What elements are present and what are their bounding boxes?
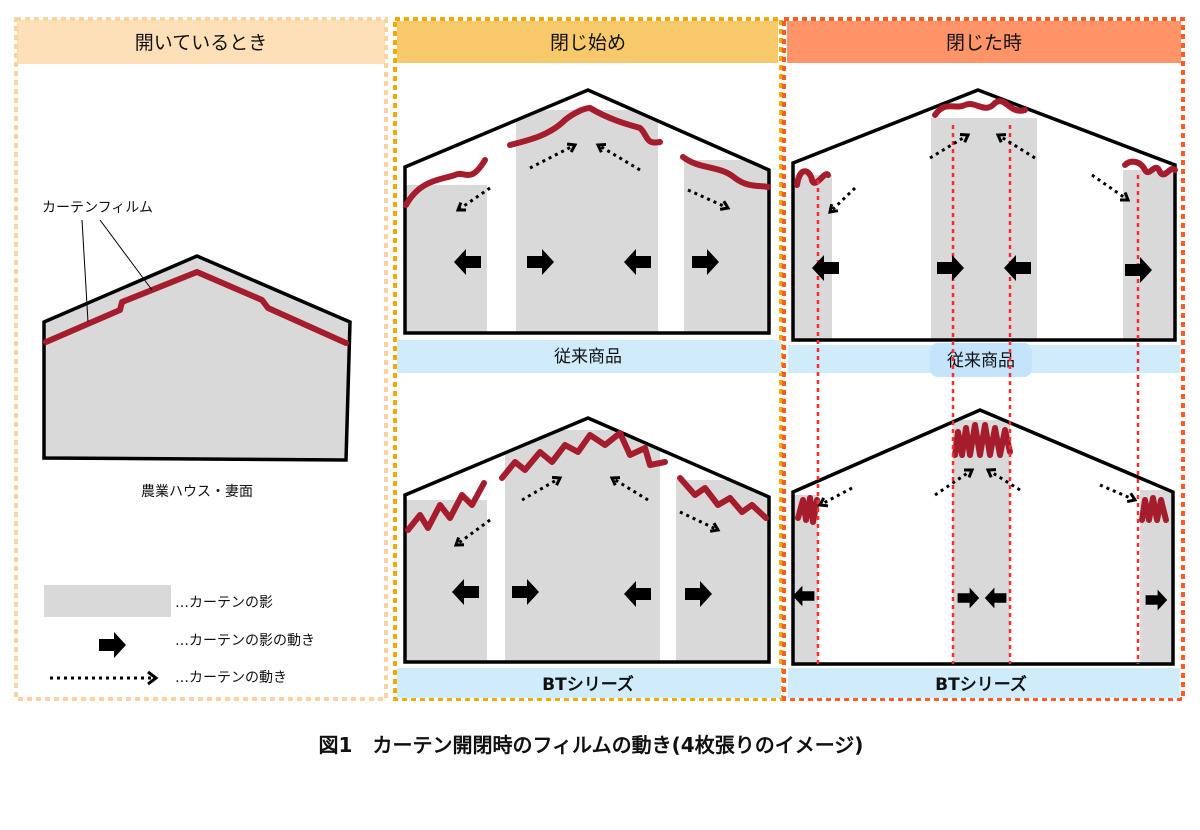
panel-closed-title: 閉じた時 bbox=[946, 32, 1022, 54]
dotted-arrow-icon bbox=[679, 510, 721, 533]
leader-line bbox=[99, 219, 153, 291]
label-conventional-closed: 従来商品 bbox=[947, 351, 1015, 371]
panel-open-border bbox=[14, 17, 388, 701]
legend-shadow-move-text: …カーテンの影の動き bbox=[175, 633, 315, 649]
panel-open-title: 開いているとき bbox=[135, 32, 267, 54]
dotted-arrow-icon bbox=[50, 670, 159, 686]
label-bt-series-closed: BTシリーズ bbox=[935, 674, 1027, 695]
legend-curtain-move-text: …カーテンの動き bbox=[175, 670, 287, 686]
dotted-arrow-icon bbox=[595, 142, 641, 172]
dotted-arrow-icon bbox=[995, 133, 1036, 160]
label-conventional: 従来商品 bbox=[554, 347, 622, 367]
dotted-arrow-icon bbox=[817, 486, 853, 508]
house-closing-bt bbox=[403, 416, 771, 664]
house-closed-conventional bbox=[791, 88, 1178, 342]
band-bt-closing bbox=[397, 668, 781, 698]
panel-closing-title: 閉じ始め bbox=[550, 32, 626, 54]
dotted-arrow-icon bbox=[453, 518, 491, 547]
house-closed-bt bbox=[791, 408, 1175, 666]
leader-line bbox=[81, 219, 89, 323]
curtain-move-arrows bbox=[453, 133, 1138, 547]
label-bubble bbox=[930, 343, 1032, 377]
curtain-film bbox=[43, 269, 349, 346]
panel-closing-border bbox=[393, 17, 783, 701]
panel-closed-header bbox=[787, 21, 1181, 63]
house-open bbox=[42, 254, 352, 462]
dotted-arrow-icon bbox=[687, 188, 731, 211]
panel-closing-header bbox=[397, 21, 778, 63]
panel-closed-border bbox=[782, 17, 1185, 701]
dotted-arrow-icon bbox=[1099, 483, 1138, 504]
house-face-label: 農業ハウス・妻面 bbox=[141, 484, 253, 500]
dotted-arrow-icon bbox=[929, 133, 971, 160]
band-conventional-closing bbox=[397, 340, 781, 373]
dotted-arrow-icon bbox=[828, 186, 857, 214]
legend-shade-swatch bbox=[44, 585, 171, 617]
block-arrow-icon bbox=[99, 632, 126, 658]
dotted-arrow-icon bbox=[521, 475, 563, 502]
dotted-arrow-icon bbox=[1091, 173, 1131, 202]
dotted-arrow-icon bbox=[985, 468, 1021, 492]
figure-caption: 図1 カーテン開閉時のフィルムの動き(4枚張りのイメージ) bbox=[319, 733, 864, 757]
legend-shade-text: …カーテンの影 bbox=[175, 595, 273, 611]
dotted-arrow-icon bbox=[934, 468, 975, 497]
dotted-arrow-icon bbox=[455, 186, 491, 212]
label-bt-series: BTシリーズ bbox=[542, 674, 634, 695]
band-bt-closed bbox=[788, 668, 1180, 698]
house-closing-conventional bbox=[403, 88, 771, 335]
panel-open-header bbox=[17, 20, 385, 64]
dotted-arrow-icon bbox=[609, 476, 649, 502]
dotted-arrow-icon bbox=[529, 142, 578, 170]
red-guide-lines bbox=[816, 125, 1140, 664]
curtain-film-label: カーテンフィルム bbox=[42, 200, 153, 216]
